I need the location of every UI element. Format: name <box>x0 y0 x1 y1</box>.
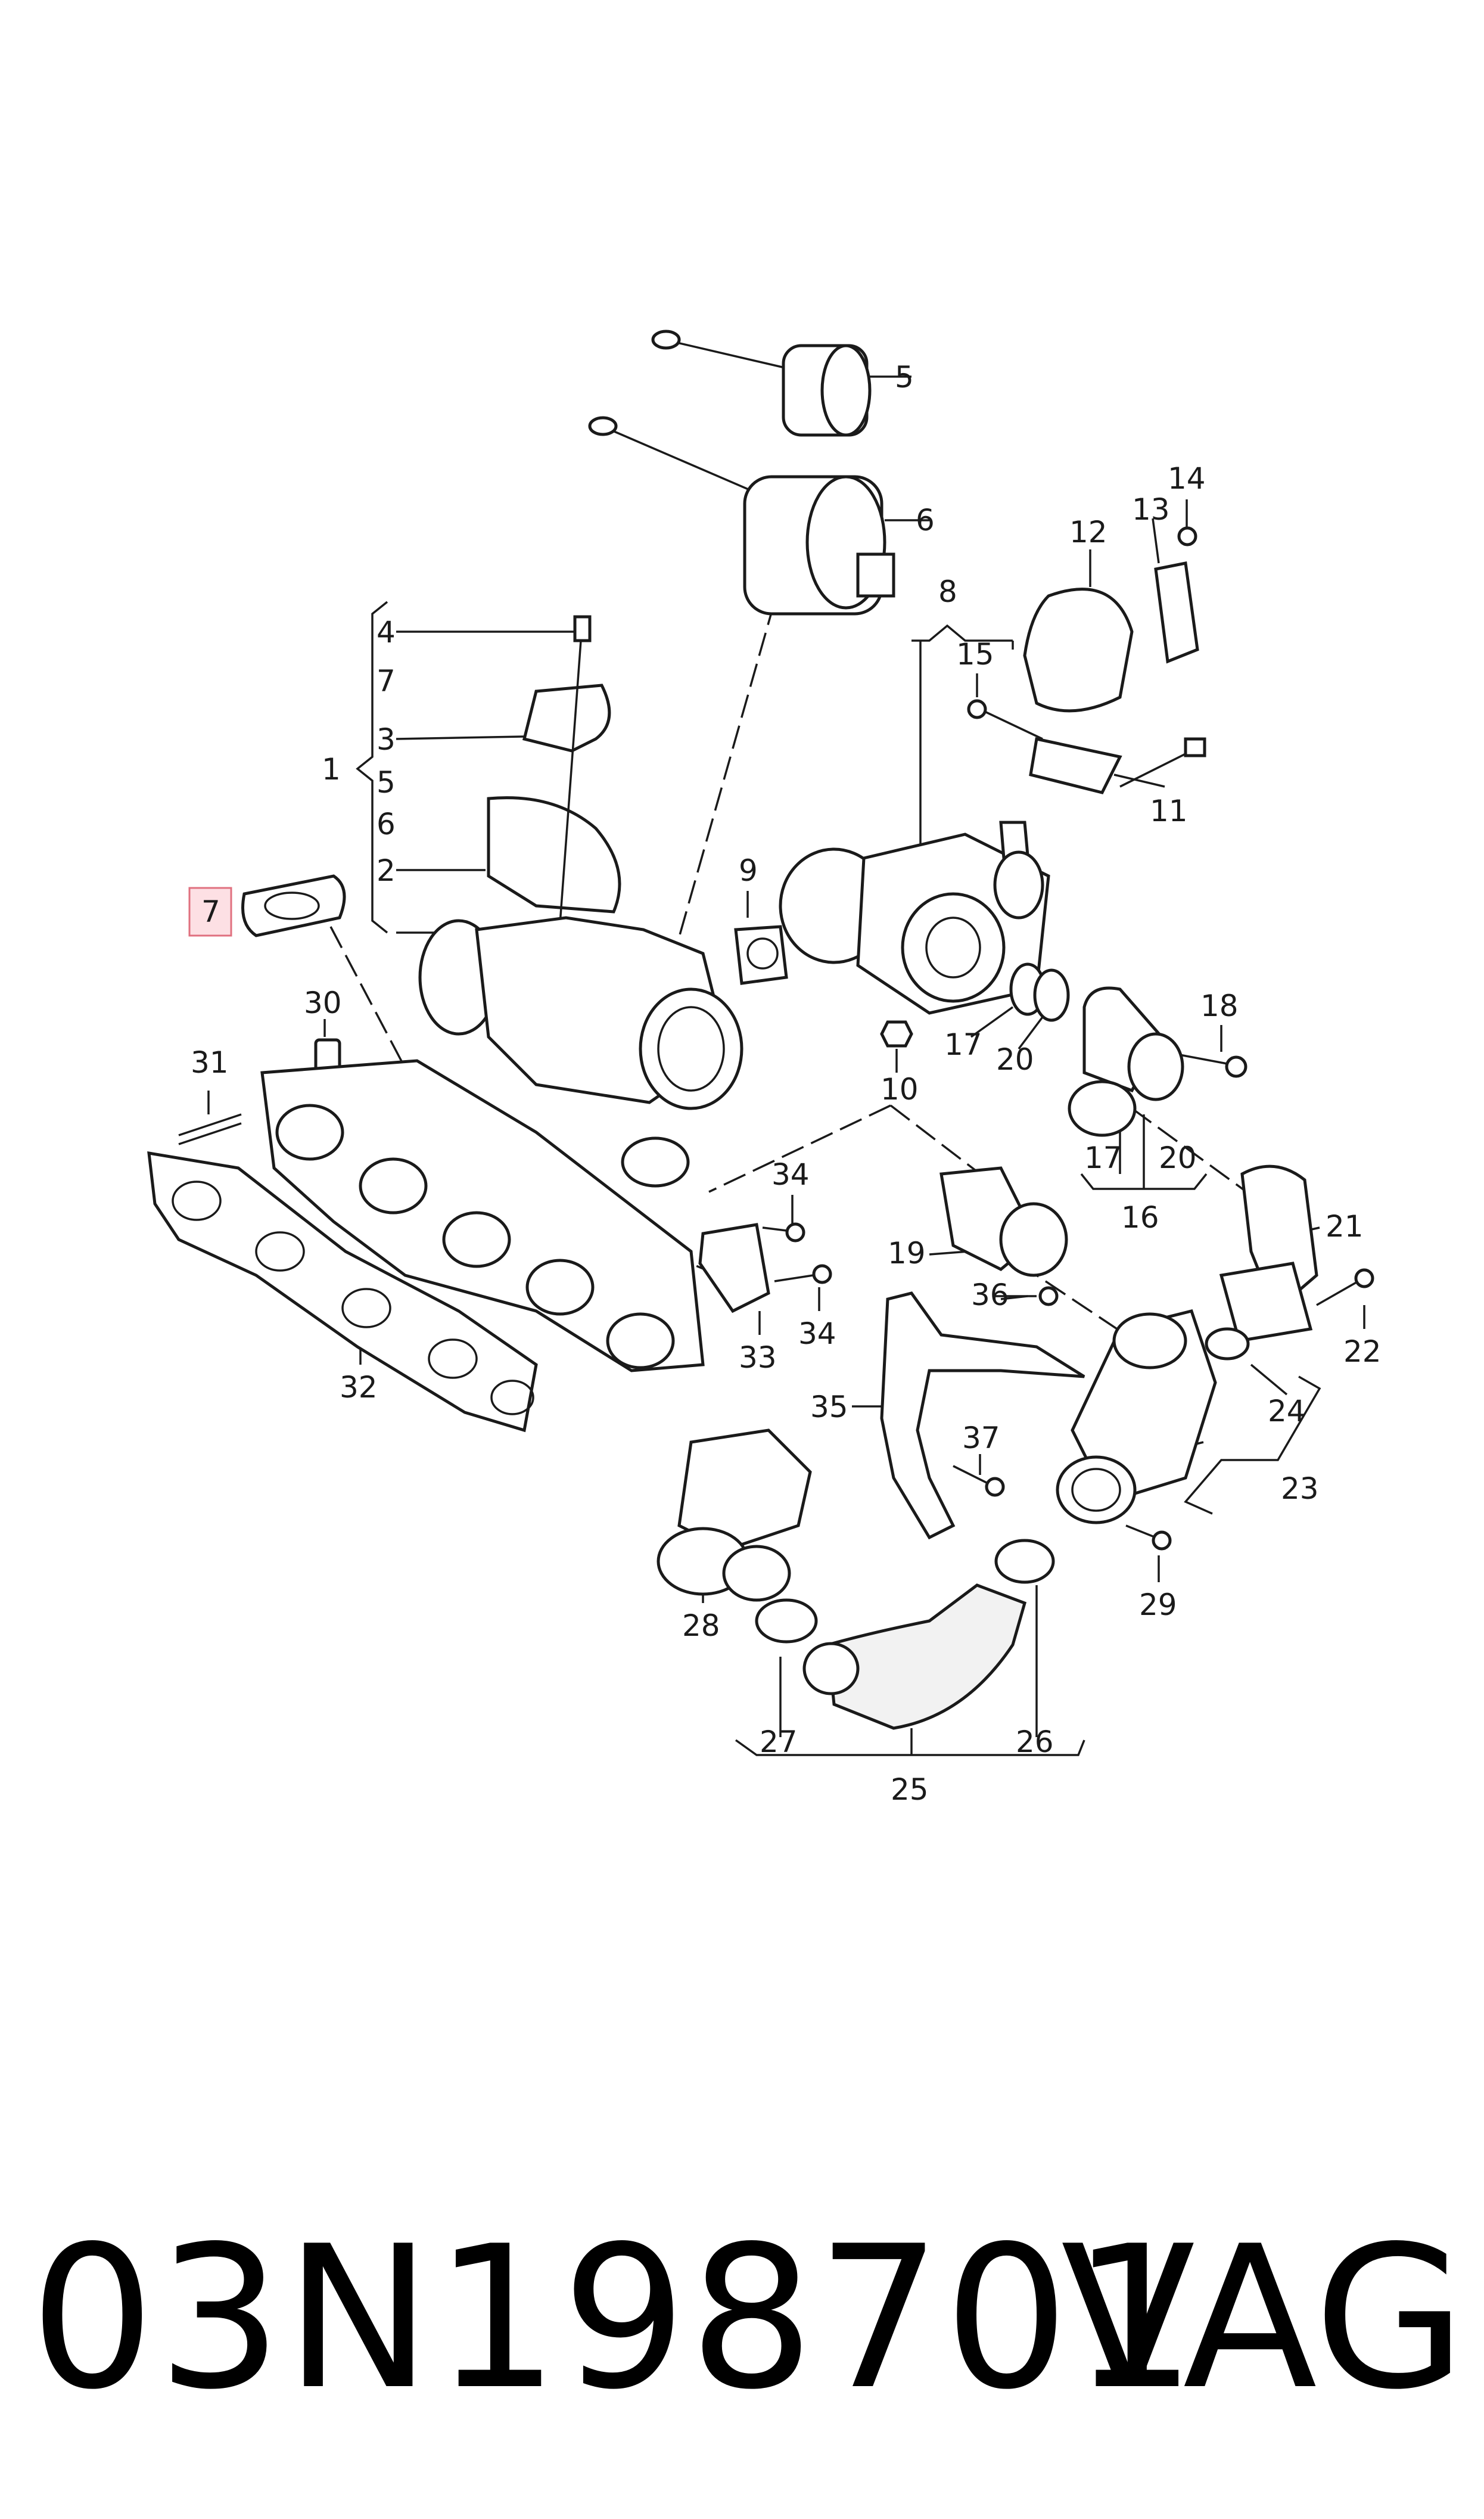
pipe-21-icon <box>1205 1164 1374 1361</box>
callout-25: 25 <box>891 1772 929 1807</box>
flange-16-icon <box>1068 986 1247 1137</box>
callout-3: 3 <box>377 722 396 757</box>
callout-1: 1 <box>322 752 341 787</box>
callout-16: 16 <box>1121 1200 1159 1235</box>
callout-21: 21 <box>1326 1209 1364 1244</box>
callout-37: 37 <box>962 1421 1000 1455</box>
callout-12: 12 <box>1069 515 1107 549</box>
callout-36: 36 <box>971 1278 1009 1312</box>
actuator-5-icon <box>651 330 872 437</box>
gasket-9-icon <box>734 925 788 985</box>
callout-20a: 20 <box>996 1042 1034 1077</box>
callout-6b: 6 <box>377 807 396 841</box>
throttle-28-icon <box>657 1428 812 1602</box>
exhaust-manifold-icon <box>260 1059 705 1372</box>
gasket-32-icon <box>147 1151 538 1433</box>
egr-valve-23-icon <box>1056 1309 1217 1551</box>
callout-26: 26 <box>1016 1725 1054 1759</box>
callout-labels: 5 6 14 12 13 8 15 4 7 3 1 5 6 11 2 9 30 … <box>191 360 1382 1807</box>
callout-35: 35 <box>810 1390 848 1424</box>
bracket-33-icon <box>698 1222 832 1313</box>
actuator-6-icon <box>588 416 895 616</box>
callout-20b: 20 <box>1159 1141 1197 1175</box>
callout-30: 30 <box>304 986 342 1020</box>
callout-22: 22 <box>1343 1334 1382 1369</box>
bolt-11-icon <box>1029 737 1206 794</box>
callout-17a: 17 <box>944 1027 982 1062</box>
brand-label: VAG <box>1060 2204 1466 2433</box>
heat-shield-12-icon <box>1023 526 1199 713</box>
callout-27: 27 <box>760 1725 798 1759</box>
callout-29: 29 <box>1139 1588 1177 1622</box>
callout-33: 33 <box>739 1340 777 1375</box>
callout-15: 15 <box>956 637 994 672</box>
turbocharger-1-icon <box>418 615 743 1188</box>
callout-5: 5 <box>895 360 914 395</box>
callout-8: 8 <box>938 574 957 609</box>
callout-11: 11 <box>1150 794 1188 828</box>
callout-23: 23 <box>1281 1471 1319 1506</box>
callout-7: 7 <box>377 664 396 698</box>
callout-34: 34 <box>771 1157 810 1192</box>
parts <box>147 330 1374 1730</box>
highlight-label: 7 <box>201 894 220 929</box>
gasket-7-icon <box>241 874 346 937</box>
leader-lines <box>207 375 1365 1756</box>
nut-10-icon <box>880 1020 913 1048</box>
callout-34b: 34 <box>798 1316 836 1351</box>
highlight-box <box>188 887 232 937</box>
callout-14: 14 <box>1168 461 1206 496</box>
o-ring-20-icon <box>1033 968 1070 1022</box>
callout-24: 24 <box>1268 1394 1306 1428</box>
callout-31: 31 <box>191 1045 229 1080</box>
callout-2: 2 <box>377 853 396 888</box>
callout-6: 6 <box>916 503 935 538</box>
hose-25-icon <box>755 1539 1055 1730</box>
callout-4: 4 <box>377 615 396 650</box>
footer: 03N198701 VAG <box>0 2205 1484 2431</box>
turbocharger-8-icon <box>779 821 1050 1015</box>
callout-32: 32 <box>340 1370 378 1405</box>
part-number: 03N198701 <box>30 2204 1199 2433</box>
callout-17b: 17 <box>1084 1141 1122 1175</box>
callout-13: 13 <box>1132 492 1170 527</box>
callout-5b: 5 <box>377 765 396 800</box>
callout-10: 10 <box>881 1072 919 1107</box>
callout-19: 19 <box>888 1236 926 1271</box>
bracket-35-icon <box>880 1286 1085 1540</box>
callout-9: 9 <box>739 853 758 888</box>
callout-18: 18 <box>1200 989 1239 1023</box>
bolt-15-icon <box>967 699 1043 740</box>
stud-31-icon <box>178 1113 242 1145</box>
callout-28: 28 <box>682 1608 720 1643</box>
flange-19-icon <box>939 1166 1068 1277</box>
